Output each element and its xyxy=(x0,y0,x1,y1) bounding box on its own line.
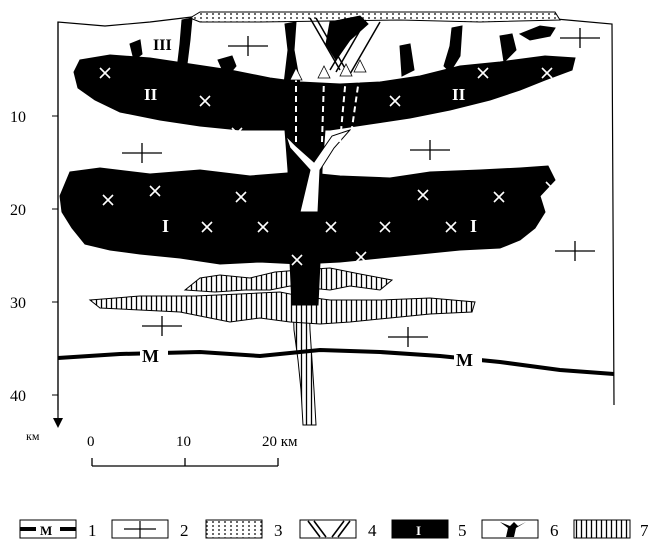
moho-label-left: M xyxy=(142,346,159,366)
depth-tick-40: 40 xyxy=(10,388,26,405)
fluid-arrowheads xyxy=(290,60,366,80)
legend-1-number: 1 xyxy=(88,521,97,540)
depth-axis: 10 20 30 40 км xyxy=(10,22,63,443)
legend-item-5: I 5 xyxy=(392,520,467,540)
zone-II-label-left: II xyxy=(144,85,158,104)
scale-tick-20: 20 км xyxy=(262,434,298,450)
zone-III-label: III xyxy=(153,37,172,54)
hatched-arms xyxy=(185,268,392,292)
depth-tick-20: 20 xyxy=(10,202,26,219)
zone-I-label-right: I xyxy=(470,216,477,236)
legend: M 1 2 3 4 I 5 6 xyxy=(20,520,649,540)
moho-label-right: M xyxy=(456,350,473,370)
scale-bar: 0 10 20 км xyxy=(87,434,298,466)
legend-1-symbol-text: M xyxy=(40,523,52,538)
legend-3-number: 3 xyxy=(274,521,283,540)
depth-tick-30: 30 xyxy=(10,295,26,312)
legend-2-number: 2 xyxy=(180,521,189,540)
legend-5-symbol-text: I xyxy=(416,523,421,538)
legend-4-number: 4 xyxy=(368,521,377,540)
legend-6-number: 6 xyxy=(550,521,559,540)
scale-tick-10: 10 xyxy=(176,434,191,450)
scale-tick-0: 0 xyxy=(87,434,95,450)
depth-unit: км xyxy=(26,429,40,443)
zone-I-label-left: I xyxy=(162,216,169,236)
legend-item-1: M 1 xyxy=(20,520,97,540)
legend-7-number: 7 xyxy=(640,521,649,540)
legend-item-7: 7 xyxy=(574,520,649,540)
legend-item-4: 4 xyxy=(300,520,377,540)
zone-II-label-right: II xyxy=(452,85,466,104)
legend-item-6: 6 xyxy=(482,520,559,540)
sediment-layer xyxy=(190,12,560,22)
legend-item-3: 3 xyxy=(206,520,283,540)
legend-item-2: 2 xyxy=(112,520,189,540)
legend-5-number: 5 xyxy=(458,521,467,540)
depth-tick-10: 10 xyxy=(10,109,26,126)
lower-sill-hatched xyxy=(90,292,475,324)
